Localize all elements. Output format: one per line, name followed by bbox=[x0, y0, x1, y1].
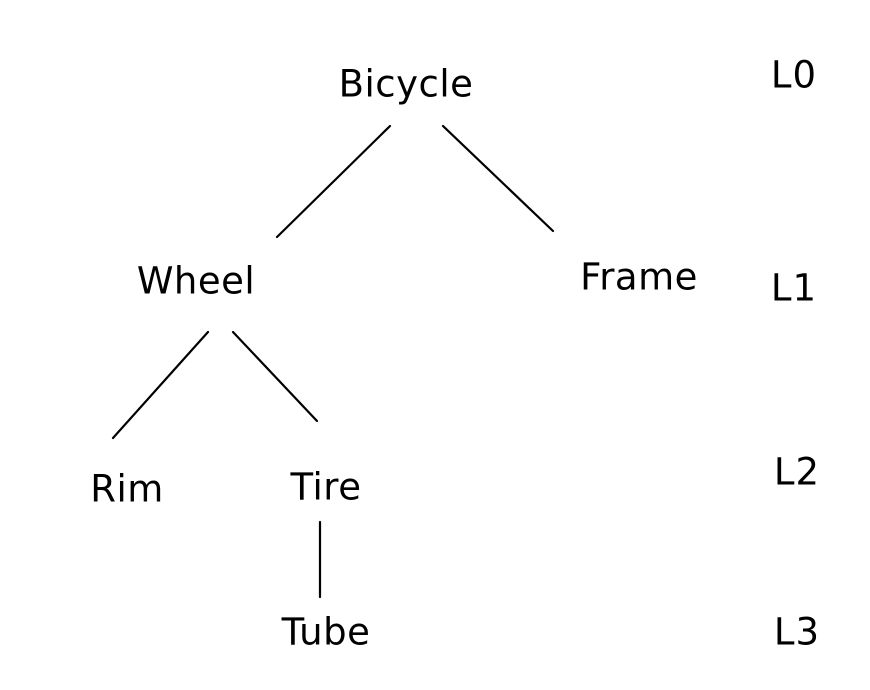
level-label-l3: L3 bbox=[773, 610, 821, 654]
edge-bicycle-wheel bbox=[275, 124, 392, 239]
level-label-l2: L2 bbox=[773, 450, 821, 494]
tree-node-wheel[interactable]: Wheel bbox=[136, 259, 256, 303]
tree-node-tube[interactable]: Tube bbox=[281, 610, 371, 654]
tree-node-frame[interactable]: Frame bbox=[580, 255, 698, 299]
edge-wheel-rim bbox=[111, 330, 210, 440]
tree-node-rim[interactable]: Rim bbox=[90, 467, 164, 511]
tree-node-tire[interactable]: Tire bbox=[290, 465, 362, 509]
edge-wheel-tire bbox=[231, 330, 319, 423]
tree-node-bicycle[interactable]: Bicycle bbox=[338, 62, 474, 106]
level-label-l1: L1 bbox=[770, 266, 818, 310]
level-label-l0: L0 bbox=[770, 53, 818, 97]
edge-bicycle-frame bbox=[441, 124, 555, 233]
